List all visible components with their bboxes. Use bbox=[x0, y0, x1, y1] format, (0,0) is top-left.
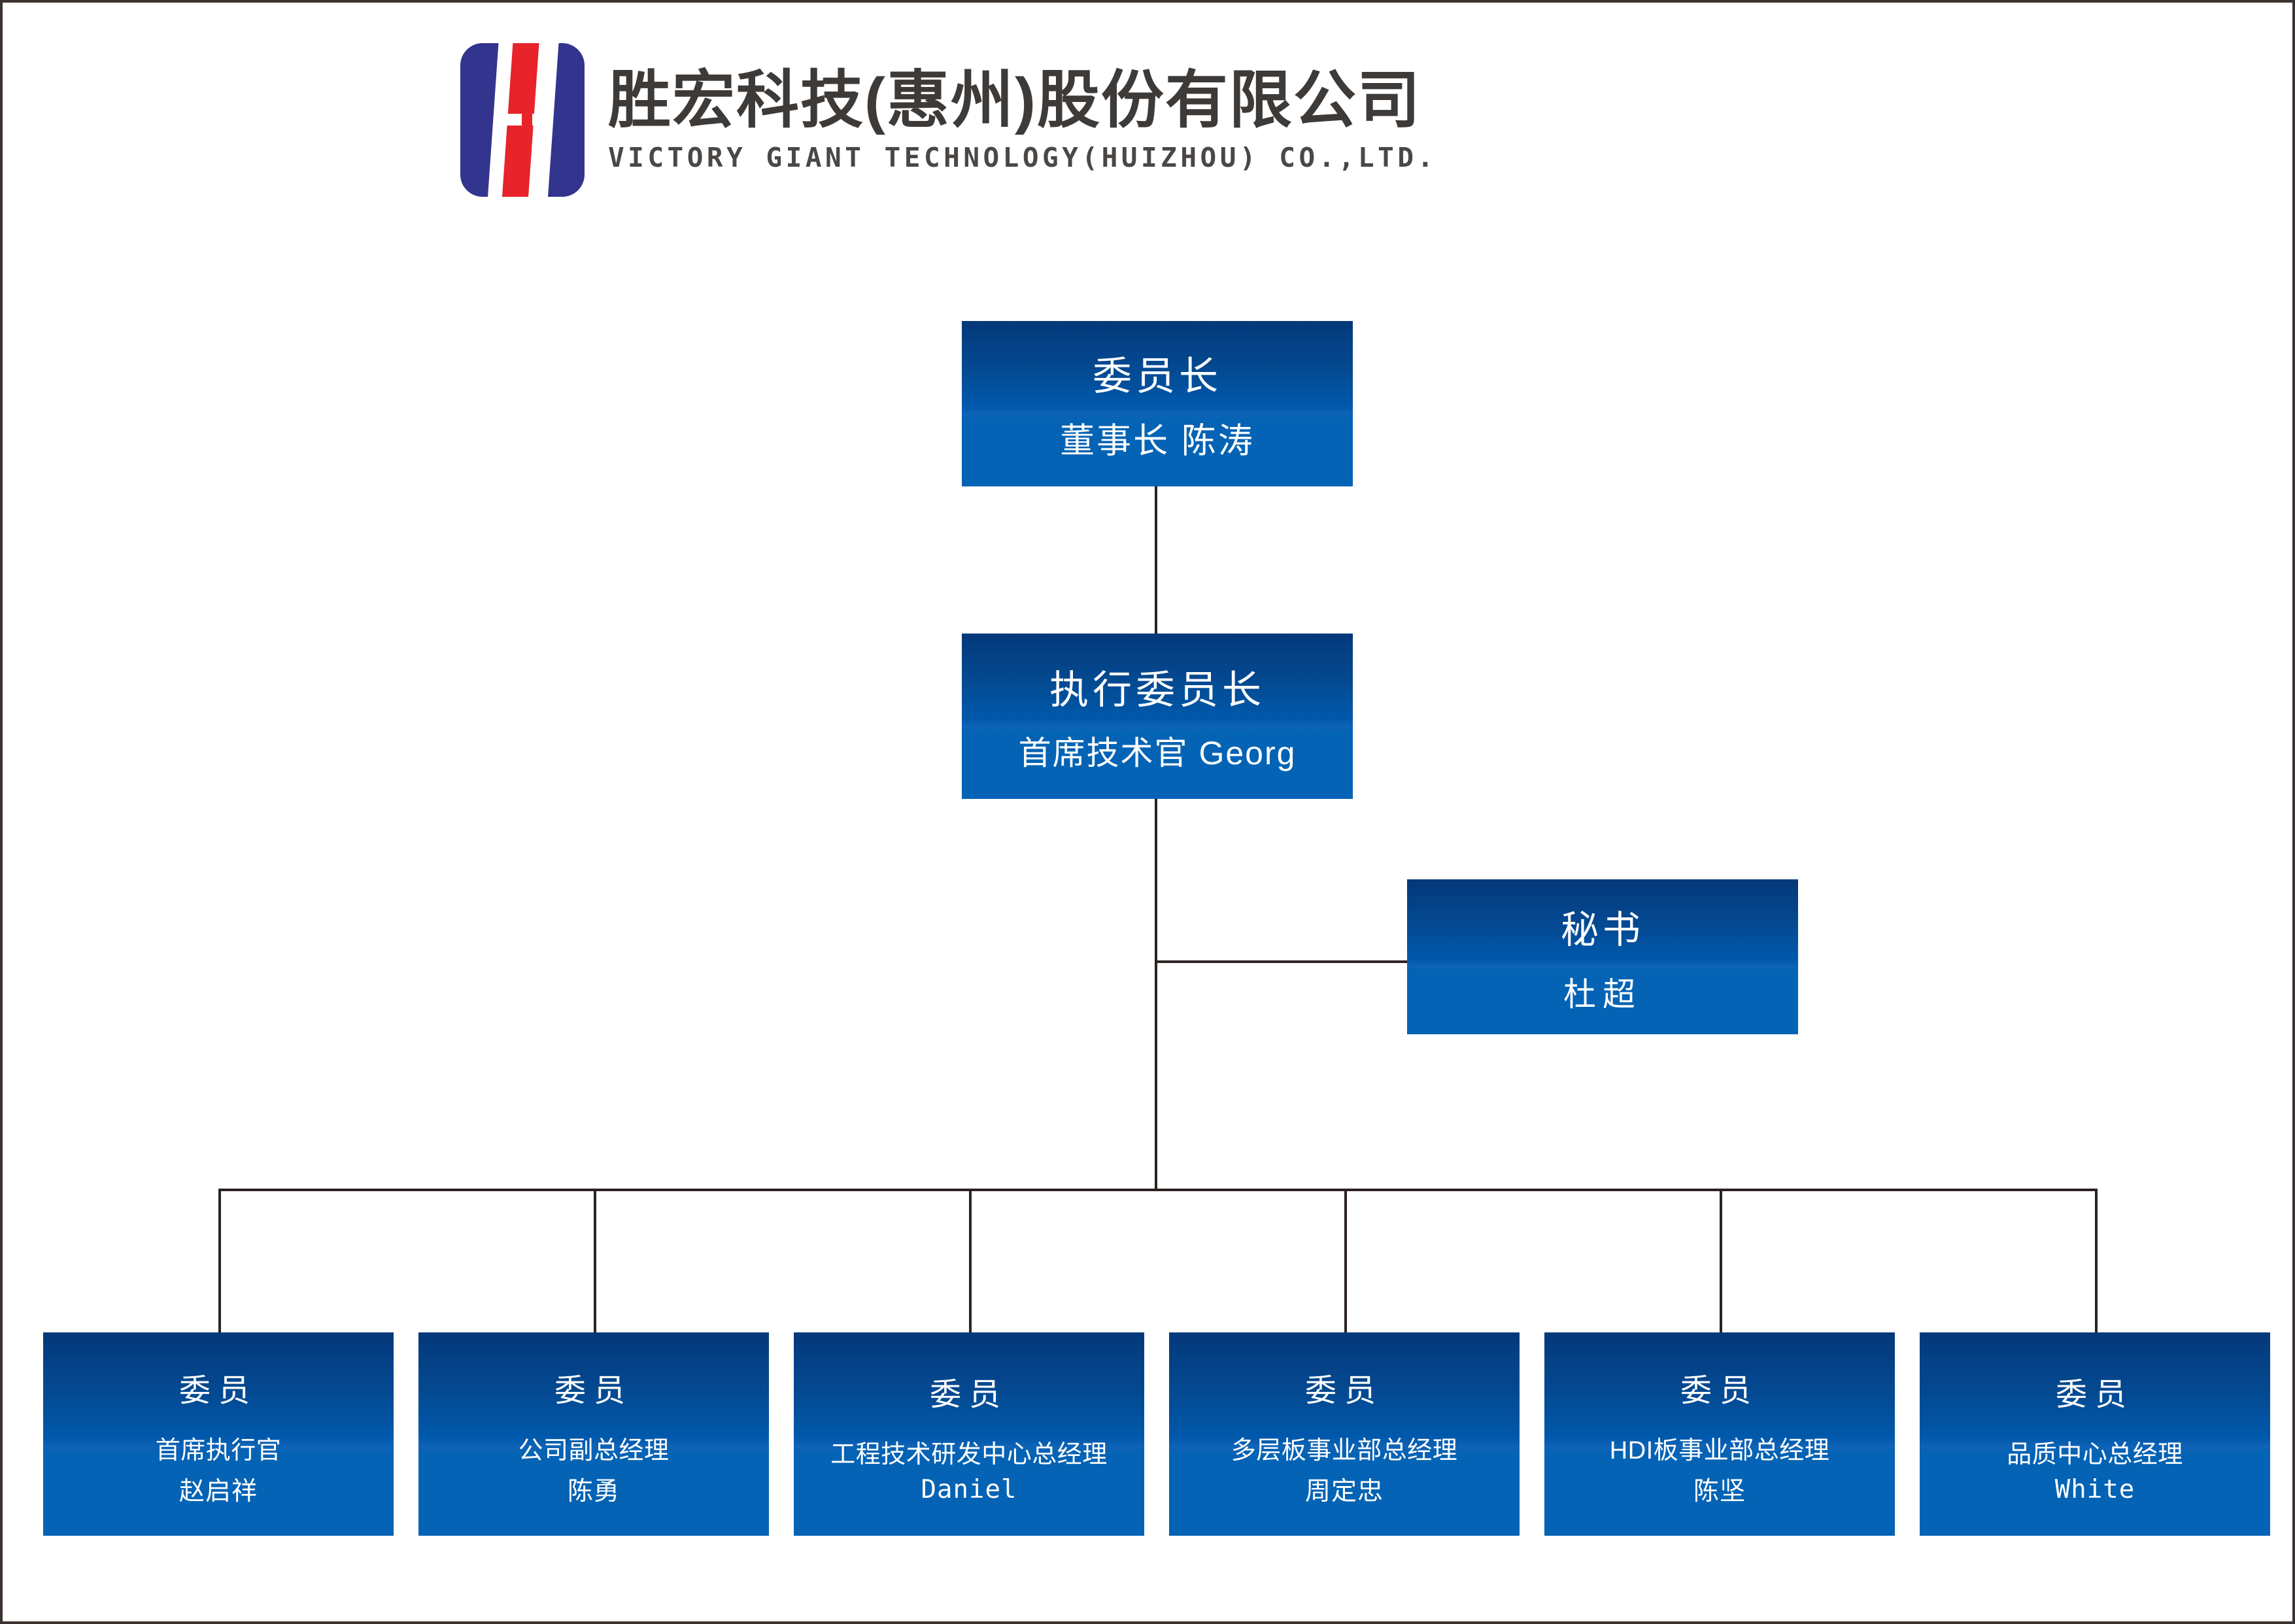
connector-drop-member-5 bbox=[1720, 1189, 1722, 1332]
node-chairman-title: 委员长 bbox=[1093, 354, 1222, 398]
node-executive-chairman-subtitle: 首席技术官 Georg bbox=[1018, 735, 1297, 771]
node-member-3[interactable]: 委员 工程技术研发中心总经理 Daniel bbox=[794, 1332, 1144, 1536]
node-chairman-subtitle: 董事长 陈涛 bbox=[1060, 422, 1255, 460]
connector-drop-member-1 bbox=[218, 1189, 221, 1332]
node-member-4[interactable]: 委员 多层板事业部总经理 周定忠 bbox=[1169, 1332, 1520, 1536]
connector-drop-member-2 bbox=[594, 1189, 596, 1332]
node-member-6[interactable]: 委员 品质中心总经理 White bbox=[1920, 1332, 2270, 1536]
connector-chairman-to-executive bbox=[1155, 486, 1157, 635]
connector-drop-member-3 bbox=[969, 1189, 972, 1332]
node-member-5-position: HDI板事业部总经理 bbox=[1609, 1437, 1830, 1464]
company-name-en: VICTORY GIANT TECHNOLOGY(HUIZHOU) CO.,LT… bbox=[608, 142, 1437, 174]
node-secretary-title: 秘书 bbox=[1560, 908, 1644, 951]
node-member-5-name: 陈坚 bbox=[1693, 1478, 1746, 1506]
connector-executive-trunk bbox=[1155, 799, 1157, 1191]
connector-drop-member-6 bbox=[2095, 1189, 2098, 1332]
node-member-2[interactable]: 委员 公司副总经理 陈勇 bbox=[418, 1332, 769, 1536]
node-executive-chairman[interactable]: 执行委员长 首席技术官 Georg bbox=[962, 634, 1353, 799]
company-name-cn: 胜宏科技(惠州)股份有限公司 bbox=[608, 65, 1421, 135]
node-member-1-title: 委员 bbox=[178, 1374, 258, 1408]
node-member-5[interactable]: 委员 HDI板事业部总经理 陈坚 bbox=[1544, 1332, 1895, 1536]
node-secretary[interactable]: 秘书 杜超 bbox=[1407, 879, 1798, 1034]
connector-to-secretary bbox=[1155, 960, 1410, 963]
node-executive-chairman-title: 执行委员长 bbox=[1049, 668, 1265, 712]
victory-giant-s-logo-icon bbox=[460, 43, 585, 197]
node-member-6-name: White bbox=[2054, 1474, 2135, 1504]
node-chairman[interactable]: 委员长 董事长 陈涛 bbox=[962, 321, 1353, 486]
node-member-6-position: 品质中心总经理 bbox=[2007, 1440, 2183, 1468]
node-member-3-position: 工程技术研发中心总经理 bbox=[830, 1440, 1108, 1468]
node-member-4-position: 多层板事业部总经理 bbox=[1231, 1437, 1458, 1464]
node-member-1[interactable]: 委员 首席执行官 赵启祥 bbox=[43, 1332, 394, 1536]
node-member-1-position: 首席执行官 bbox=[155, 1437, 282, 1464]
node-member-3-name: Daniel bbox=[921, 1474, 1017, 1504]
company-brand-header: 胜宏科技(惠州)股份有限公司 VICTORY GIANT TECHNOLOGY(… bbox=[460, 43, 1437, 197]
node-member-6-title: 委员 bbox=[2055, 1377, 2134, 1412]
node-member-2-name: 陈勇 bbox=[567, 1478, 620, 1506]
node-member-3-title: 委员 bbox=[929, 1377, 1008, 1412]
node-secretary-subtitle: 杜超 bbox=[1563, 975, 1642, 1013]
connector-member-bus bbox=[218, 1189, 2096, 1191]
node-member-4-title: 委员 bbox=[1304, 1374, 1384, 1408]
brand-text-block: 胜宏科技(惠州)股份有限公司 VICTORY GIANT TECHNOLOGY(… bbox=[608, 65, 1437, 174]
node-member-5-title: 委员 bbox=[1680, 1374, 1759, 1408]
connector-drop-member-4 bbox=[1344, 1189, 1347, 1332]
node-member-4-name: 周定忠 bbox=[1304, 1478, 1384, 1506]
node-member-2-title: 委员 bbox=[554, 1374, 633, 1408]
node-member-1-name: 赵启祥 bbox=[178, 1478, 258, 1506]
node-member-2-position: 公司副总经理 bbox=[518, 1437, 670, 1464]
